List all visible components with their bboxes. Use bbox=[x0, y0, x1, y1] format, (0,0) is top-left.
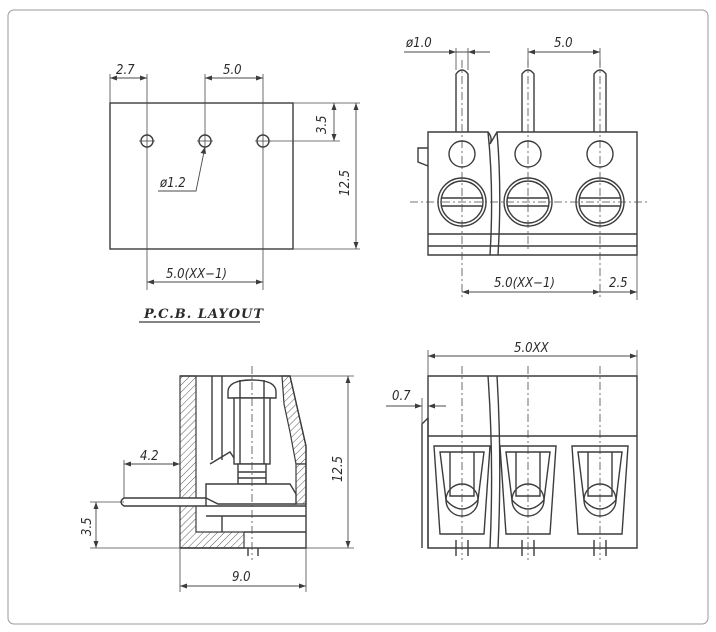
section-dim-height: 12.5 bbox=[331, 456, 346, 482]
pcb-dim-span: 5.0(XX−1) bbox=[166, 267, 227, 282]
side-dim-span: 5.0(XX−1) bbox=[494, 276, 555, 291]
side-dim-pitch: 5.0 bbox=[554, 36, 573, 51]
section-view: 4.2 12.5 3.5 9.0 bbox=[80, 366, 354, 592]
section-dim-pin-height: 3.5 bbox=[80, 517, 95, 536]
pin-1 bbox=[455, 69, 469, 132]
side-dim-pin-diameter: ø1.0 bbox=[405, 36, 432, 51]
front-dim-step: 0.7 bbox=[392, 389, 411, 404]
pcb-dim-height: 12.5 bbox=[338, 170, 353, 196]
side-view-top: ø1.0 5.0 5.0(XX−1) 2.5 bbox=[404, 36, 650, 300]
pcb-dim-pitch: 5.0 bbox=[223, 63, 242, 78]
section-clamp bbox=[205, 483, 297, 505]
pcb-dim-hole-diameter: ø1.2 bbox=[159, 176, 186, 191]
housing-front bbox=[427, 375, 638, 549]
pcb-outline bbox=[109, 102, 294, 250]
pin-2 bbox=[521, 69, 535, 132]
section-pin bbox=[120, 497, 207, 507]
housing-side bbox=[427, 131, 638, 256]
pcb-layout-title: P.C.B. LAYOUT bbox=[143, 307, 264, 322]
section-dim-pin-length: 4.2 bbox=[140, 449, 159, 464]
drawing-frame bbox=[7, 9, 709, 625]
wire-entry-3 bbox=[571, 445, 629, 535]
side-dim-end: 2.5 bbox=[609, 276, 628, 291]
pcb-dim-left-offset: 2.7 bbox=[116, 63, 135, 78]
front-dim-total: 5.0XX bbox=[514, 341, 550, 356]
pcb-dim-top-offset: 3.5 bbox=[315, 115, 330, 134]
pin-3 bbox=[593, 69, 607, 132]
front-view: 5.0XX 0.7 bbox=[386, 341, 638, 560]
section-dim-depth: 9.0 bbox=[232, 570, 251, 585]
pcb-layout-view: 2.7 5.0 3.5 12.5 ø1.2 5.0(XX−1) P.C bbox=[109, 63, 360, 323]
